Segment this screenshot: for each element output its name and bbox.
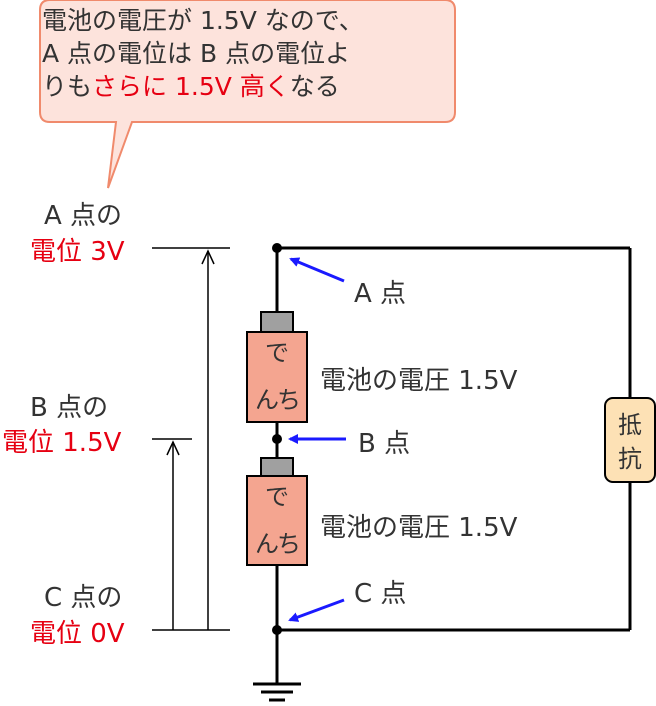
node-c-dot [272,625,282,635]
label-c-potential: 電位 0V [30,619,125,649]
node-label-c: C 点 [354,579,407,609]
callout-line-2: A 点の電位は B 点の電位よ [42,39,351,68]
battery-2-body [246,475,308,566]
callout-highlight: さらに 1.5V 高く [92,72,290,101]
callout-line-3-pre: りも [42,72,93,101]
label-a-potential: 電位 3V [30,237,125,267]
battery-2-label-bottom: んち [255,530,299,558]
label-b-point: B 点の [30,393,109,423]
battery-2-voltage: 電池の電圧 1.5V [320,513,518,543]
battery-1-voltage: 電池の電圧 1.5V [320,366,518,396]
battery-2-terminal [260,457,294,477]
potential-arrow-b [166,440,180,630]
pointer-arrow-a [289,257,345,283]
callout-bubble [39,0,456,189]
battery-1-label-top: で [265,339,289,367]
callout-text: 電池の電圧が 1.5V なので、 A 点の電位は B 点の電位よ りもさらに 1… [42,4,364,103]
resistor-body [604,397,656,483]
potential-arrow-a [201,249,215,630]
callout-line-1: 電池の電圧が 1.5V なので、 [42,6,364,35]
callout-line-3-post: なる [289,72,340,101]
ground-symbol [253,682,301,702]
label-c-point: C 点の [44,583,123,613]
battery-1-label-bottom: んち [255,386,299,414]
node-b-dot [272,434,282,444]
pointer-arrow-c [288,598,345,622]
label-b-potential: 電位 1.5V [2,428,122,458]
node-label-b: B 点 [358,429,411,459]
battery-2-label-top: で [265,483,289,511]
callout-line-3: りもさらに 1.5V 高くなる [42,70,364,103]
resistor-label-bottom: 抗 [618,445,642,473]
battery-1-body [246,331,308,423]
battery-1-terminal [260,311,294,333]
node-a-dot [272,243,282,253]
label-a-point: A 点の [44,201,123,231]
node-label-a: A 点 [354,279,407,309]
resistor-label-top: 抵 [618,411,642,439]
